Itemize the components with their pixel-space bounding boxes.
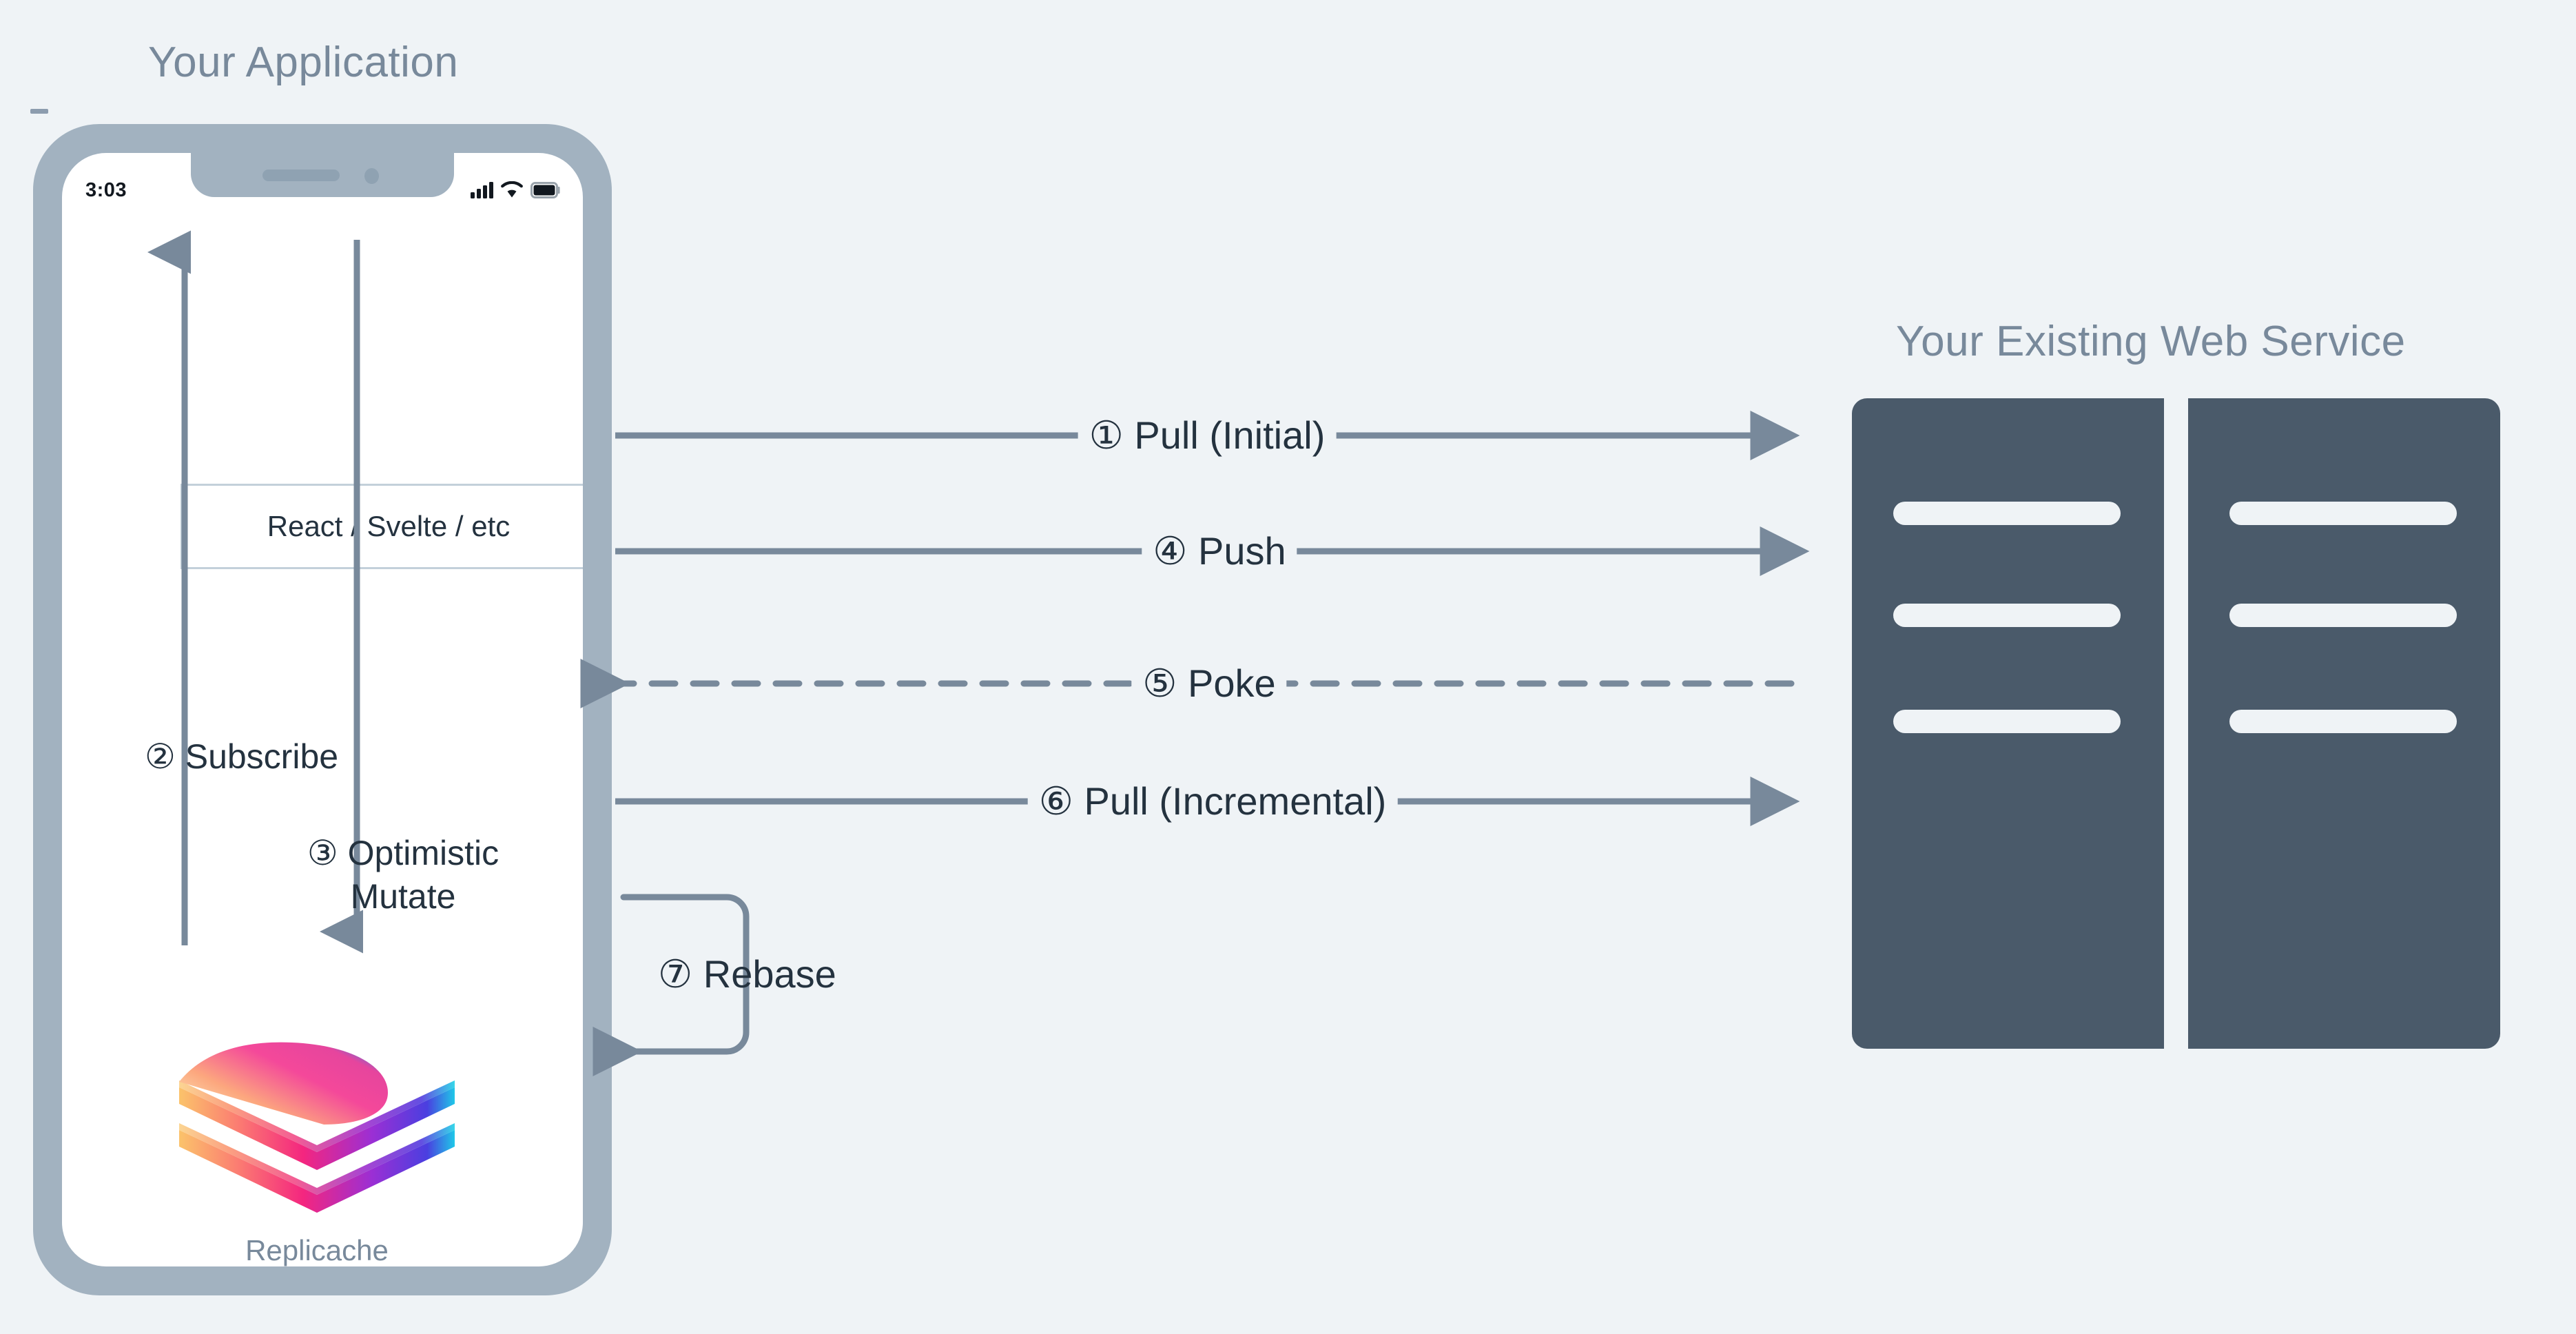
server-slot	[1893, 502, 2121, 525]
battery-icon	[530, 182, 560, 198]
arrow-label-rebase: ⑦ Rebase	[658, 952, 836, 996]
arrow-label-push: ④ Push	[1142, 529, 1297, 574]
phone-internal-arrows	[147, 230, 363, 954]
framework-box: React / Svelte / etc	[181, 484, 583, 569]
server-rack-left	[1852, 398, 2164, 1049]
status-bar-icons	[471, 178, 561, 198]
phone-notch	[191, 153, 454, 197]
replicache-label: Replicache	[245, 1234, 389, 1266]
wifi-icon	[501, 181, 523, 198]
speaker-grill-icon	[262, 170, 340, 181]
server-slot	[1893, 710, 2121, 733]
step-label-optimistic-mutate: ③ Optimistic Mutate	[307, 834, 499, 916]
signal-icon	[471, 182, 493, 198]
page-title-your-application: Your Application	[148, 39, 459, 86]
server-slot	[1893, 604, 2121, 627]
arrow-label-pull-incremental: ⑥ Pull (Incremental)	[1027, 779, 1398, 824]
server-slot	[2229, 604, 2457, 627]
front-camera-icon	[364, 168, 379, 184]
server-slot	[2229, 710, 2457, 733]
arrow-label-poke: ⑤ Poke	[1131, 661, 1287, 706]
tick-mark-decoration	[30, 109, 48, 114]
server-slot	[2229, 502, 2457, 525]
phone-device: 3:03 React / Svelte / etc	[33, 124, 612, 1295]
status-bar-time: 3:03	[85, 179, 127, 201]
replicache-layers-icon	[179, 1042, 455, 1213]
replicache-logo: Replicache	[172, 1042, 462, 1266]
page-title-web-service: Your Existing Web Service	[1896, 318, 2406, 365]
server-rack-right	[2188, 398, 2500, 1049]
framework-box-label: React / Svelte / etc	[267, 510, 511, 542]
phone-screen: 3:03 React / Svelte / etc	[62, 153, 583, 1266]
arrow-label-pull-initial: ① Pull (Initial)	[1078, 413, 1337, 458]
step-label-subscribe: ② Subscribe	[145, 737, 339, 776]
